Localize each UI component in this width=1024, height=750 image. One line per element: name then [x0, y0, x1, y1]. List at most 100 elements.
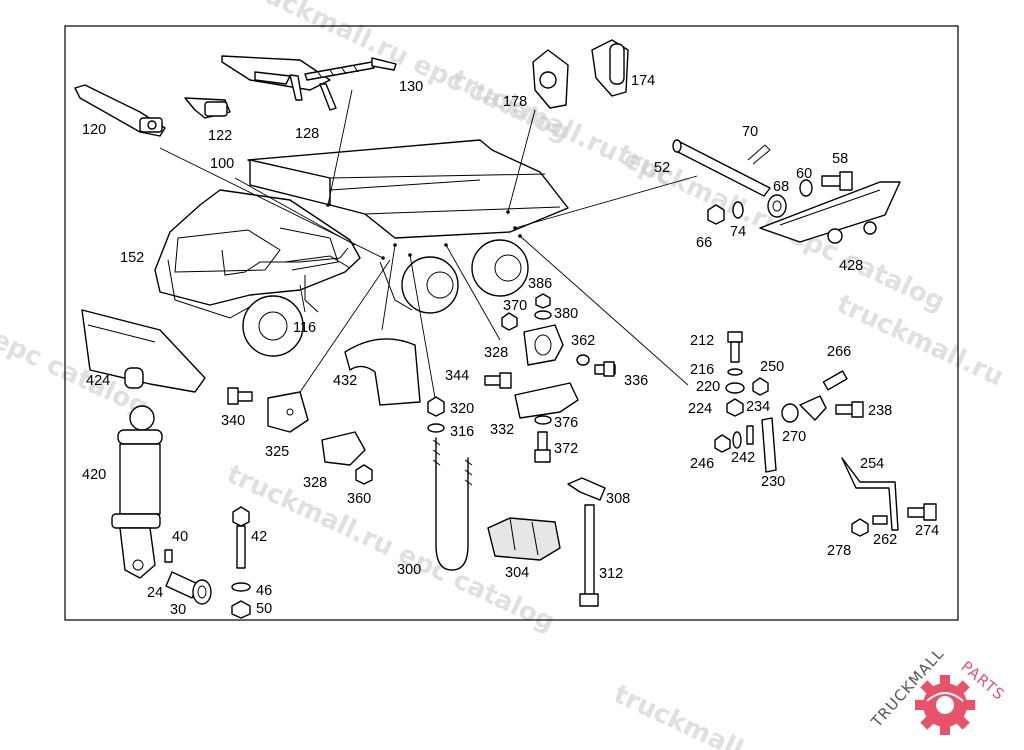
- part-246-drawing: [714, 431, 742, 453]
- part-number: 250: [760, 359, 784, 375]
- part-278-drawing: [851, 518, 869, 537]
- part-380-drawing: [534, 310, 552, 320]
- part-number: 238: [868, 403, 892, 419]
- part-number: 370: [503, 298, 527, 314]
- part-number: 174: [631, 73, 655, 89]
- part-number: 372: [554, 441, 578, 457]
- part-24-drawing: [165, 571, 199, 599]
- part-58-drawing: [821, 171, 853, 191]
- part-66-drawing: [707, 204, 725, 225]
- part-340-drawing: [227, 387, 253, 405]
- part-234-drawing: [781, 403, 799, 423]
- part-number: 344: [445, 368, 469, 384]
- part-362-drawing: [576, 354, 590, 366]
- part-number: 320: [450, 401, 474, 417]
- brand-logo: TRUCKMALL PARTS: [867, 644, 1008, 735]
- part-386-drawing: [535, 293, 551, 309]
- part-number: 270: [782, 429, 806, 445]
- part-316-drawing: [427, 423, 445, 433]
- part-number: 340: [221, 413, 245, 429]
- part-320-drawing: [427, 396, 445, 417]
- part-number: 432: [333, 373, 357, 389]
- part-number: 74: [730, 224, 746, 240]
- part-212-drawing: [727, 331, 743, 363]
- part-number: 178: [503, 94, 527, 110]
- part-number: 242: [731, 450, 755, 466]
- part-274-drawing: [907, 503, 937, 521]
- part-50-drawing: [231, 600, 251, 619]
- part-220-drawing: [725, 382, 745, 394]
- part-52-drawing: [672, 139, 771, 197]
- part-number: 332: [490, 422, 514, 438]
- part-344-drawing: [484, 372, 512, 389]
- part-number: 266: [827, 344, 851, 360]
- part-270-drawing: [799, 395, 827, 421]
- part-70-drawing: [747, 144, 771, 165]
- part-74-drawing: [732, 201, 744, 219]
- part-number: 304: [505, 565, 529, 581]
- leader-lines: [159, 89, 698, 399]
- part-number: 68: [773, 179, 789, 195]
- part-number: 122: [208, 128, 232, 144]
- part-216-drawing: [727, 368, 743, 376]
- part-424-drawing: [81, 309, 206, 393]
- part-328a-drawing: [523, 324, 564, 366]
- part-number: 60: [796, 166, 812, 182]
- part-number: 128: [295, 126, 319, 142]
- part-308-drawing: [567, 477, 606, 501]
- part-number: 328: [303, 475, 327, 491]
- part-number: 220: [696, 379, 720, 395]
- part-432-drawing: [344, 338, 421, 406]
- part-number: 212: [690, 333, 714, 349]
- part-number: 42: [251, 529, 267, 545]
- diagram-frame: [64, 25, 959, 621]
- part-number: 116: [293, 320, 316, 336]
- part-number: 376: [554, 415, 578, 431]
- part-428-drawing: [759, 181, 901, 244]
- part-266-drawing: [822, 370, 848, 391]
- part-254-drawing: [841, 457, 899, 531]
- part-number: 24: [147, 585, 163, 601]
- part-370-drawing: [501, 312, 518, 331]
- part-number: 120: [82, 122, 106, 138]
- part-262-drawing: [872, 515, 888, 525]
- part-number: 70: [742, 124, 758, 140]
- watermark-text: truckmall.ru: [609, 679, 785, 750]
- part-number: 246: [690, 456, 714, 472]
- part-120-drawing: [74, 84, 166, 137]
- part-42-drawing: [232, 506, 250, 569]
- part-number: 360: [347, 491, 371, 507]
- part-number: 262: [873, 532, 897, 548]
- part-372-drawing: [534, 431, 551, 463]
- part-376-drawing: [534, 415, 552, 425]
- part-number: 100: [210, 156, 234, 172]
- part-420-drawing: [111, 405, 163, 579]
- part-360-drawing: [355, 464, 373, 485]
- part-30-drawing: [192, 579, 212, 605]
- part-number: 216: [690, 362, 714, 378]
- part-number: 308: [606, 491, 630, 507]
- part-122-drawing: [184, 97, 231, 119]
- part-number: 58: [832, 151, 848, 167]
- part-336-drawing: [594, 361, 616, 377]
- part-224-drawing: [726, 398, 744, 417]
- part-238-drawing: [835, 401, 864, 418]
- part-number: 328: [484, 345, 508, 361]
- part-312-drawing: [579, 504, 599, 607]
- part-number: 46: [256, 583, 272, 599]
- part-332-drawing: [514, 382, 579, 419]
- part-128-drawing: [221, 55, 337, 111]
- part-number: 316: [450, 424, 474, 440]
- part-number: 224: [688, 401, 712, 417]
- part-number: 152: [120, 250, 144, 266]
- gear-icon: [915, 675, 975, 735]
- part-number: 362: [571, 333, 595, 349]
- part-number: 30: [170, 602, 186, 618]
- part-number: 66: [696, 235, 712, 251]
- part-178-drawing: [532, 49, 569, 109]
- part-number: 386: [528, 276, 552, 292]
- part-300-drawing: [432, 437, 473, 571]
- part-number: 336: [624, 373, 648, 389]
- part-174-drawing: [591, 39, 629, 97]
